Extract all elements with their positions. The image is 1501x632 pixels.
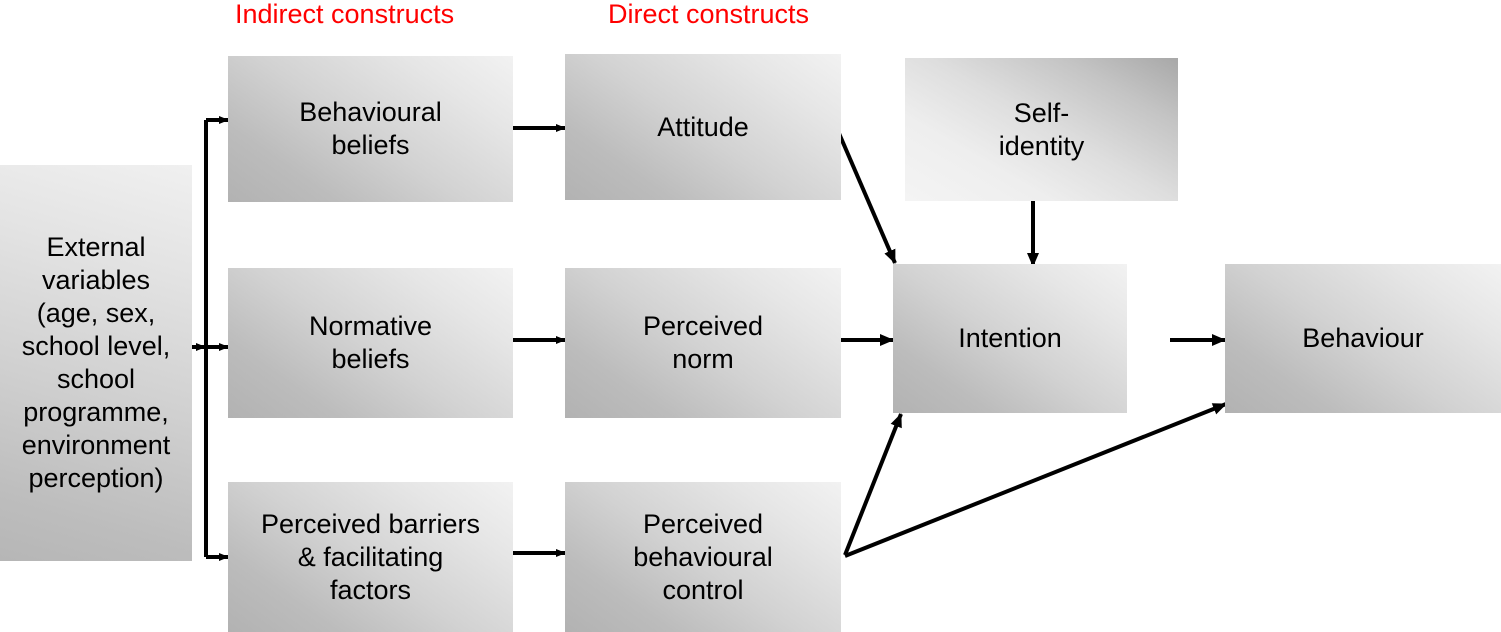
node-attitude[interactable]: Attitude (565, 54, 841, 200)
node-self-identity-label: Self- identity (998, 97, 1085, 161)
node-perceived-behavioural-control[interactable]: Perceived behavioural control (565, 482, 841, 632)
edge-attitude-to-intention (836, 130, 897, 264)
edge-pbc-to-behaviour (844, 402, 1227, 558)
edge-pbc-to-intention (843, 413, 903, 556)
node-perceived-norm[interactable]: Perceived norm (565, 268, 841, 418)
node-external-variables[interactable]: External variables (age, sex, school lev… (0, 165, 192, 561)
node-external-variables-label: External variables (age, sex, school lev… (21, 232, 171, 493)
node-normative-beliefs-label: Normative beliefs (308, 311, 433, 374)
node-behavioural-beliefs[interactable]: Behavioural beliefs (228, 56, 513, 202)
node-behavioural-beliefs-label: Behavioural beliefs (299, 97, 442, 160)
node-behaviour-label: Behaviour (1302, 323, 1424, 353)
node-perceived-barriers[interactable]: Perceived barriers & facilitating factor… (228, 482, 513, 632)
node-perceived-norm-label: Perceived norm (642, 311, 764, 374)
column-header-direct-constructs: Direct constructs (608, 0, 810, 29)
node-behaviour[interactable]: Behaviour (1225, 264, 1501, 413)
node-self-identity[interactable]: Self- identity (905, 58, 1178, 201)
column-header-indirect-constructs: Indirect constructs (235, 0, 455, 29)
node-intention-label: Intention (958, 323, 1062, 353)
node-normative-beliefs[interactable]: Normative beliefs (228, 268, 513, 418)
node-attitude-label: Attitude (657, 111, 749, 142)
node-intention[interactable]: Intention (893, 264, 1127, 413)
node-perceived-behavioural-control-label: Perceived behavioural control (633, 508, 773, 605)
node-perceived-barriers-label: Perceived barriers & facilitating factor… (260, 508, 481, 605)
